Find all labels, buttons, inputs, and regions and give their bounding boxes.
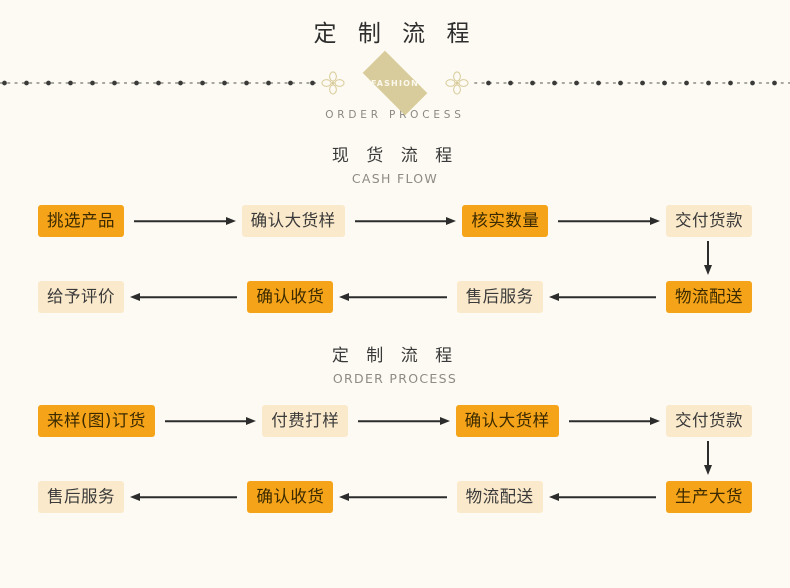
arrow-right-icon — [350, 417, 453, 426]
flow-node[interactable]: 生产大货 — [665, 481, 752, 513]
page-subtitle: ORDER PROCESS — [325, 109, 465, 121]
arrow-left-icon — [126, 293, 245, 302]
arrow-left-icon — [335, 293, 454, 302]
flow-order-process: 来样(图)订货 付费打样 确认大货样 交付货款 售后服务 确认收货 物流配送 生… — [0, 403, 790, 515]
diamond-emblem: FASHION — [352, 50, 438, 116]
flow-node[interactable]: 交付货款 — [666, 405, 752, 437]
flow-row-2: 售后服务 确认收货 物流配送 生产大货 — [38, 479, 752, 515]
flower-ornament-icon — [445, 71, 469, 95]
flow-node[interactable]: 确认大货样 — [455, 405, 559, 437]
page-header: 定 制 流 程 FASHION — [0, 0, 790, 121]
arrow-right-icon — [157, 417, 260, 426]
section-heading-cash-flow: 现 货 流 程 CASH FLOW — [0, 141, 790, 186]
flow-node[interactable]: 售后服务 — [456, 281, 543, 313]
connector-row — [38, 239, 752, 279]
flow-node[interactable]: 挑选产品 — [38, 205, 124, 237]
flow-row-2: 给予评价 确认收货 售后服务 物流配送 — [38, 279, 752, 315]
section-title-cn: 定 制 流 程 — [331, 346, 459, 366]
arrow-right-icon — [550, 217, 664, 226]
flow-row-1: 挑选产品 确认大货样 核实数量 交付货款 — [38, 203, 753, 239]
spacer — [0, 121, 790, 141]
flow-node[interactable]: 付费打样 — [262, 405, 349, 437]
flower-ornament-icon — [321, 71, 345, 95]
emblem-label: FASHION — [370, 78, 420, 88]
flow-node[interactable]: 核实数量 — [462, 205, 549, 237]
spacer — [0, 315, 790, 341]
page-title: 定 制 流 程 — [313, 21, 477, 47]
arrow-down-icon — [702, 441, 714, 475]
arrow-right-icon — [347, 217, 461, 226]
arrow-left-icon — [126, 493, 245, 502]
arrow-left-icon — [545, 493, 664, 502]
arrow-left-icon — [545, 293, 664, 302]
flow-row-1: 来样(图)订货 付费打样 确认大货样 交付货款 — [38, 403, 752, 439]
flow-node[interactable]: 交付货款 — [666, 205, 753, 237]
section-title-en: CASH FLOW — [351, 171, 439, 186]
flow-cash-flow: 挑选产品 确认大货样 核实数量 交付货款 给予评价 确认收货 售后服务 物流配送 — [0, 203, 790, 315]
flow-node[interactable]: 售后服务 — [38, 481, 124, 513]
flow-node[interactable]: 物流配送 — [665, 281, 752, 313]
arrow-right-icon — [126, 217, 240, 226]
section-title-cn: 现 货 流 程 — [331, 146, 459, 166]
emblem-group: FASHION — [316, 50, 474, 116]
flow-node[interactable]: 给予评价 — [38, 281, 124, 313]
flow-node[interactable]: 确认收货 — [247, 481, 334, 513]
arrow-right-icon — [561, 417, 664, 426]
section-heading-order-process: 定 制 流 程 ORDER PROCESS — [0, 341, 790, 386]
arrow-left-icon — [335, 493, 454, 502]
flow-node[interactable]: 来样(图)订货 — [38, 405, 155, 437]
decorative-divider: FASHION — [0, 50, 790, 116]
flow-node[interactable]: 确认收货 — [247, 281, 334, 313]
connector-row — [38, 439, 752, 479]
section-title-en: ORDER PROCESS — [332, 371, 458, 386]
arrow-down-icon — [702, 241, 714, 275]
flow-node[interactable]: 确认大货样 — [241, 205, 345, 237]
flow-node[interactable]: 物流配送 — [456, 481, 543, 513]
